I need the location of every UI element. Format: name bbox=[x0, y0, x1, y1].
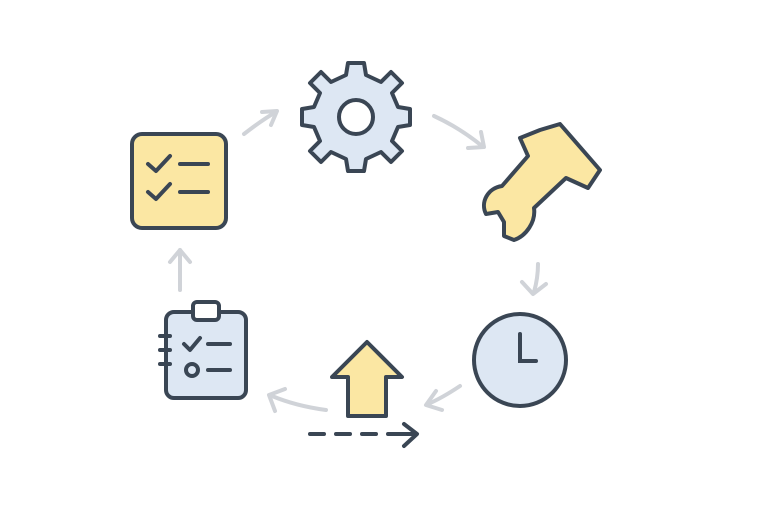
wrench-icon bbox=[482, 122, 602, 242]
arrow-settings-to-repair bbox=[432, 114, 486, 150]
connector-arrows bbox=[168, 109, 548, 413]
arrow-upload-to-clipboard bbox=[267, 387, 328, 413]
dashed-line bbox=[308, 422, 419, 448]
arrow-checklist-to-settings bbox=[242, 109, 279, 136]
clock-icon bbox=[472, 312, 568, 408]
checklist-icon bbox=[130, 132, 228, 230]
arrow-clipboard-to-checklist bbox=[168, 248, 192, 292]
arrow-repair-to-schedule bbox=[520, 262, 548, 296]
arrow-schedule-to-upload bbox=[424, 384, 462, 412]
arrow-up-icon bbox=[308, 340, 419, 448]
clipboard-checklist-icon bbox=[158, 300, 248, 400]
gear-icon bbox=[300, 61, 412, 173]
